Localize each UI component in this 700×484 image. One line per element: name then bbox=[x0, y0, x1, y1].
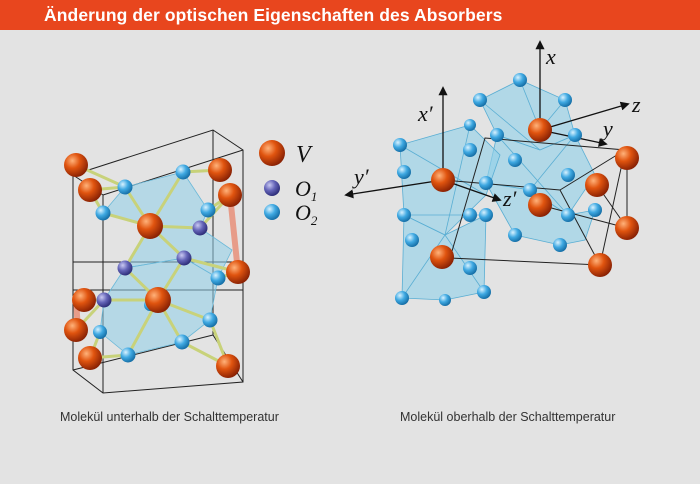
right-oxygen-atom bbox=[568, 128, 582, 142]
diagram-canvas: V O1 O2 bbox=[64, 40, 641, 394]
right-structure: x z y x′ y′ z′ bbox=[344, 40, 641, 306]
right-oxygen-atom bbox=[479, 176, 493, 190]
left-oxygen1-atom bbox=[96, 292, 112, 308]
right-oxygen-atom bbox=[473, 93, 487, 107]
y-axis-label: y bbox=[601, 116, 613, 141]
right-oxygen-atom bbox=[463, 143, 477, 157]
right-oxygen-atom bbox=[490, 128, 504, 142]
left-vanadium-atom bbox=[208, 158, 232, 182]
left-oxygen2-atom bbox=[202, 312, 218, 328]
right-oxygen-atom bbox=[395, 291, 409, 305]
left-vanadium-atom bbox=[78, 178, 102, 202]
z-prime-axis-label: z′ bbox=[502, 186, 518, 211]
left-oxygen2-atom bbox=[120, 347, 136, 363]
left-oxygen2-atom bbox=[200, 202, 216, 218]
z-axis bbox=[539, 101, 630, 131]
right-oxygen-atom bbox=[397, 208, 411, 222]
left-vanadium-atom bbox=[137, 213, 163, 239]
left-oxygen2-atom bbox=[174, 334, 190, 350]
left-vanadium-atom bbox=[216, 354, 240, 378]
left-oxygen1-atom bbox=[192, 220, 208, 236]
legend-vanadium-swatch bbox=[259, 140, 285, 166]
title-bar: Änderung der optischen Eigenschaften des… bbox=[0, 0, 700, 30]
legend: V O1 O2 bbox=[259, 140, 318, 228]
right-vanadium-atom bbox=[588, 253, 612, 277]
legend-vanadium-label: V bbox=[296, 142, 313, 168]
left-oxygen2-atom bbox=[95, 205, 111, 221]
left-vanadium-atom bbox=[145, 287, 171, 313]
right-vanadium-atom bbox=[528, 193, 552, 217]
left-structure bbox=[64, 129, 250, 394]
right-oxygen-atom bbox=[477, 285, 491, 299]
right-oxygen-atom bbox=[439, 294, 451, 306]
legend-oxygen2-swatch bbox=[264, 204, 280, 220]
left-vanadium-atom bbox=[218, 183, 242, 207]
left-vanadium-atom bbox=[78, 346, 102, 370]
left-oxygen2-atom bbox=[117, 179, 133, 195]
y-prime-axis-label: y′ bbox=[352, 164, 370, 189]
axis-labels: x z y x′ y′ z′ bbox=[352, 44, 641, 211]
right-vanadium-atom bbox=[528, 118, 552, 142]
right-oxygen-atom bbox=[513, 73, 527, 87]
right-oxygen-atom bbox=[393, 138, 407, 152]
left-vanadium-atom bbox=[64, 153, 88, 177]
right-oxygen-atom bbox=[397, 165, 411, 179]
right-oxygen-atom bbox=[558, 93, 572, 107]
left-oxygen2-atom bbox=[175, 164, 191, 180]
right-vanadium-atom bbox=[615, 146, 639, 170]
right-oxygen-atom bbox=[561, 168, 575, 182]
left-vanadium-atom bbox=[64, 318, 88, 342]
right-vanadium-atom bbox=[431, 168, 455, 192]
right-oxygen-atom bbox=[561, 208, 575, 222]
left-oxygen2-atom bbox=[210, 270, 226, 286]
left-atoms bbox=[64, 153, 250, 378]
right-oxygen-atom bbox=[508, 153, 522, 167]
page-title: Änderung der optischen Eigenschaften des… bbox=[44, 4, 503, 25]
right-oxygen-atom bbox=[463, 208, 477, 222]
right-oxygen-atom bbox=[523, 183, 537, 197]
right-oxygen-atom bbox=[464, 119, 476, 131]
left-oxygen1-atom bbox=[117, 260, 133, 276]
x-axis-label: x bbox=[545, 44, 556, 69]
right-oxygen-atom bbox=[479, 208, 493, 222]
left-vanadium-atom bbox=[72, 288, 96, 312]
left-vanadium-atom bbox=[226, 260, 250, 284]
right-caption: Molekül oberhalb der Schalttemperatur bbox=[400, 410, 616, 424]
right-oxygen-atom bbox=[508, 228, 522, 242]
right-oxygen-atom bbox=[588, 203, 602, 217]
right-vanadium-atom bbox=[585, 173, 609, 197]
left-oxygen1-atom bbox=[176, 250, 192, 266]
right-atoms bbox=[393, 73, 639, 306]
right-oxygen-atom bbox=[463, 261, 477, 275]
z-axis-label: z bbox=[631, 92, 641, 117]
right-vanadium-atom bbox=[615, 216, 639, 240]
left-caption: Molekül unterhalb der Schalttemperatur bbox=[60, 410, 279, 424]
right-oxygen-atom bbox=[405, 233, 419, 247]
x-prime-axis-label: x′ bbox=[417, 101, 434, 126]
legend-oxygen1-swatch bbox=[264, 180, 280, 196]
right-vanadium-atom bbox=[430, 245, 454, 269]
left-oxygen2-atom bbox=[93, 325, 107, 339]
legend-oxygen1-label: O1 bbox=[295, 176, 317, 204]
right-oxygen-atom bbox=[553, 238, 567, 252]
legend-oxygen2-label: O2 bbox=[295, 200, 318, 228]
y-prime-axis bbox=[344, 179, 444, 199]
